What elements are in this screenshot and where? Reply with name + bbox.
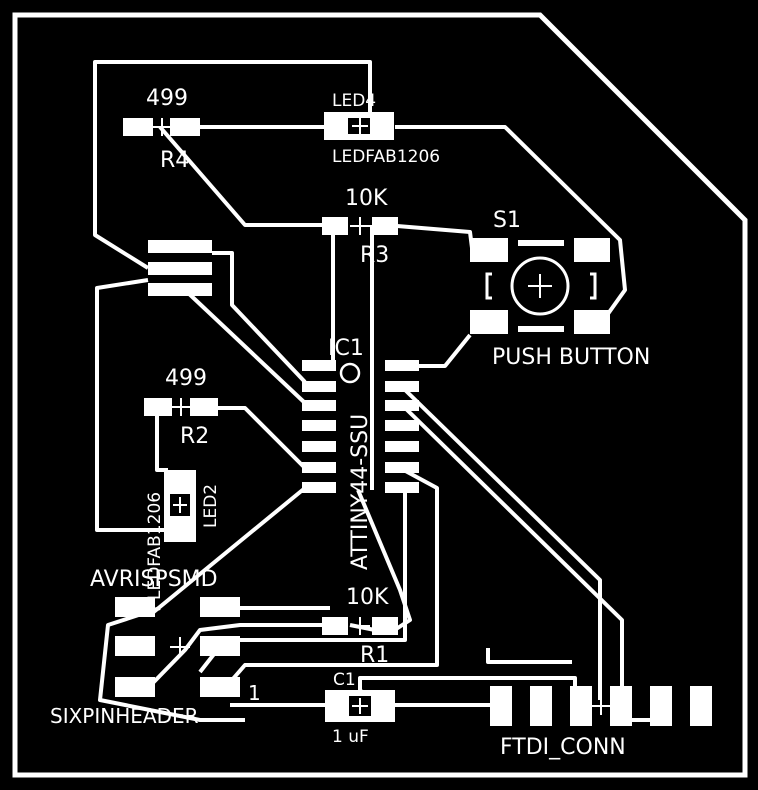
c1-value: 1 uF (332, 727, 369, 747)
c1-designator: C1 (333, 670, 356, 690)
r3-value: 10K (345, 186, 388, 211)
led2-package: LEDFAB1206 (145, 492, 165, 600)
ic1-designator: IC1 (328, 336, 364, 361)
resistor-r2: 499 R2 (144, 366, 218, 449)
r4-value: 499 (146, 86, 188, 111)
traces (93, 60, 670, 722)
ic1-part: ATTINY44-SSU (348, 414, 373, 570)
led-led2: LED2 LEDFAB1206 (145, 470, 221, 600)
avr-pin1-marker: 1 (248, 681, 261, 705)
avr-package: SIXPINHEADER (50, 704, 199, 728)
header-avrisp: AVRISPSMD SIXPINHEADER 1 (50, 567, 261, 728)
s1-designator: S1 (493, 208, 521, 233)
r1-designator: R1 (360, 643, 389, 668)
avr-label: AVRISPSMD (90, 567, 218, 592)
connector-ftdi: FTDI_CONN (490, 686, 712, 760)
led-led4: LED4 LEDFAB1206 (324, 91, 440, 167)
resistor-r3: 10K R3 (322, 186, 398, 268)
capacitor-c1: C1 1 uF (325, 670, 395, 747)
ic-ic1: IC1 ATTINY44-SSU (302, 336, 419, 570)
led4-package: LEDFAB1206 (332, 147, 440, 167)
board-outline (12, 12, 748, 778)
r2-value: 499 (165, 366, 207, 391)
led4-designator: LED4 (332, 91, 376, 111)
resistor-r1: 10K R1 (322, 585, 398, 668)
r3-designator: R3 (360, 243, 389, 268)
switch-s1: S1 PUSH BUTTON (470, 208, 650, 370)
ftdi-label: FTDI_CONN (500, 735, 626, 760)
connector-top-left (148, 240, 212, 296)
r4-designator: R4 (160, 148, 189, 173)
led2-designator: LED2 (201, 484, 221, 528)
resistor-r4: 499 R4 (123, 86, 200, 173)
s1-label: PUSH BUTTON (492, 345, 650, 370)
r1-value: 10K (346, 585, 389, 610)
r2-designator: R2 (180, 424, 209, 449)
